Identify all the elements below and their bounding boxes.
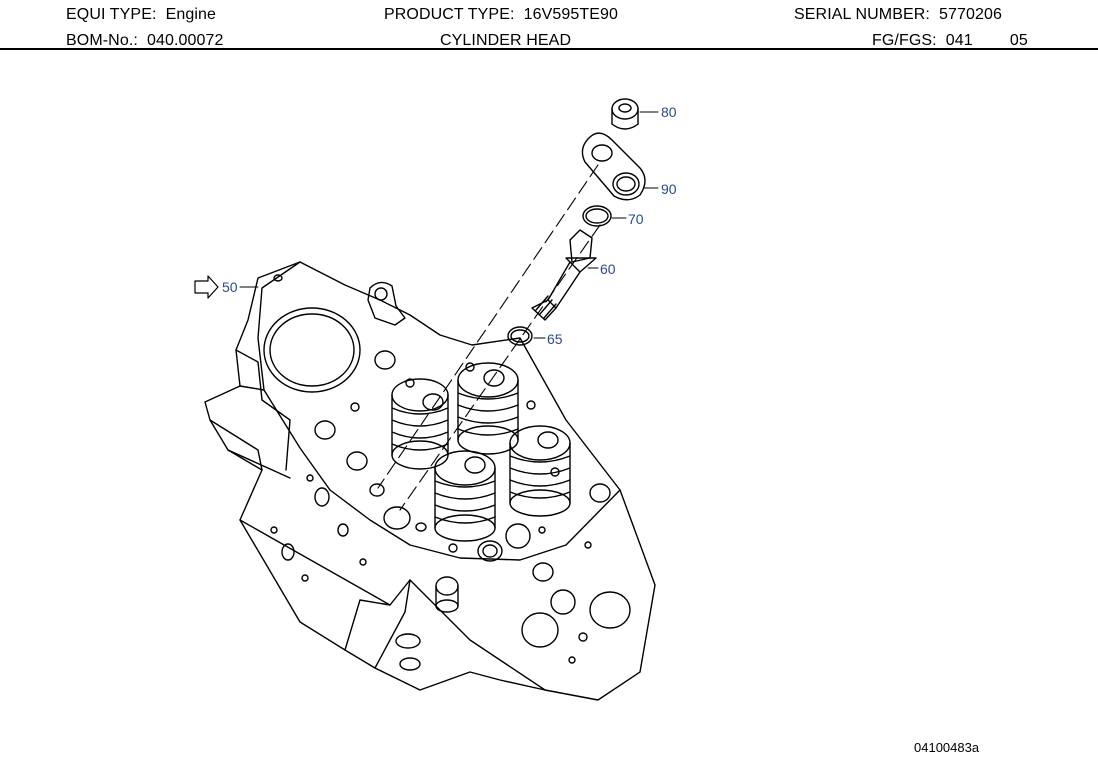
bom-number: BOM-No.: 040.00072 <box>66 32 224 50</box>
bottom-bolt <box>435 576 459 613</box>
assembly-lines <box>377 164 601 511</box>
bom-value: 040.00072 <box>147 32 224 49</box>
fg-value: 041 <box>945 32 973 49</box>
part-60-nozzle <box>531 229 597 321</box>
part-65-seal <box>507 326 533 346</box>
page-title: CYLINDER HEAD <box>440 32 572 49</box>
product-type-value: 16V595TE90 <box>523 6 619 23</box>
fg-label: FG/FGS: <box>872 32 937 49</box>
callout-70: 70 <box>628 211 644 227</box>
lifting-eye <box>367 281 406 326</box>
serial-number-value: 5770206 <box>939 6 1003 23</box>
cylinder-head-body <box>204 261 656 701</box>
equi-type: EQUI TYPE: Engine <box>66 6 216 24</box>
arrow-icon <box>194 275 219 299</box>
callout-65: 65 <box>547 331 563 347</box>
serial-number: SERIAL NUMBER: 5770206 <box>794 6 1002 24</box>
callout-60: 60 <box>600 261 616 277</box>
equi-type-label: EQUI TYPE: <box>66 6 157 23</box>
equi-type-value: Engine <box>165 6 217 23</box>
callout-80: 80 <box>661 104 677 120</box>
header-rule <box>0 48 1098 50</box>
valve-springs <box>391 362 571 542</box>
holes <box>270 274 631 671</box>
product-type: PRODUCT TYPE: 16V595TE90 <box>384 6 618 24</box>
part-90-flange <box>581 132 646 201</box>
figure-number: 04100483a <box>914 740 980 755</box>
product-type-label: PRODUCT TYPE: <box>384 6 515 23</box>
fg-fgs: FG/FGS: 041 05 <box>872 32 1028 50</box>
serial-number-label: SERIAL NUMBER: <box>794 6 930 23</box>
large-bore <box>263 307 361 393</box>
part-80-screw <box>611 98 639 130</box>
part-70-oring <box>582 205 612 227</box>
bom-label: BOM-No.: <box>66 32 138 49</box>
fgs-value: 05 <box>1009 32 1028 49</box>
callout-50: 50 <box>222 279 238 295</box>
callout-90: 90 <box>661 181 677 197</box>
